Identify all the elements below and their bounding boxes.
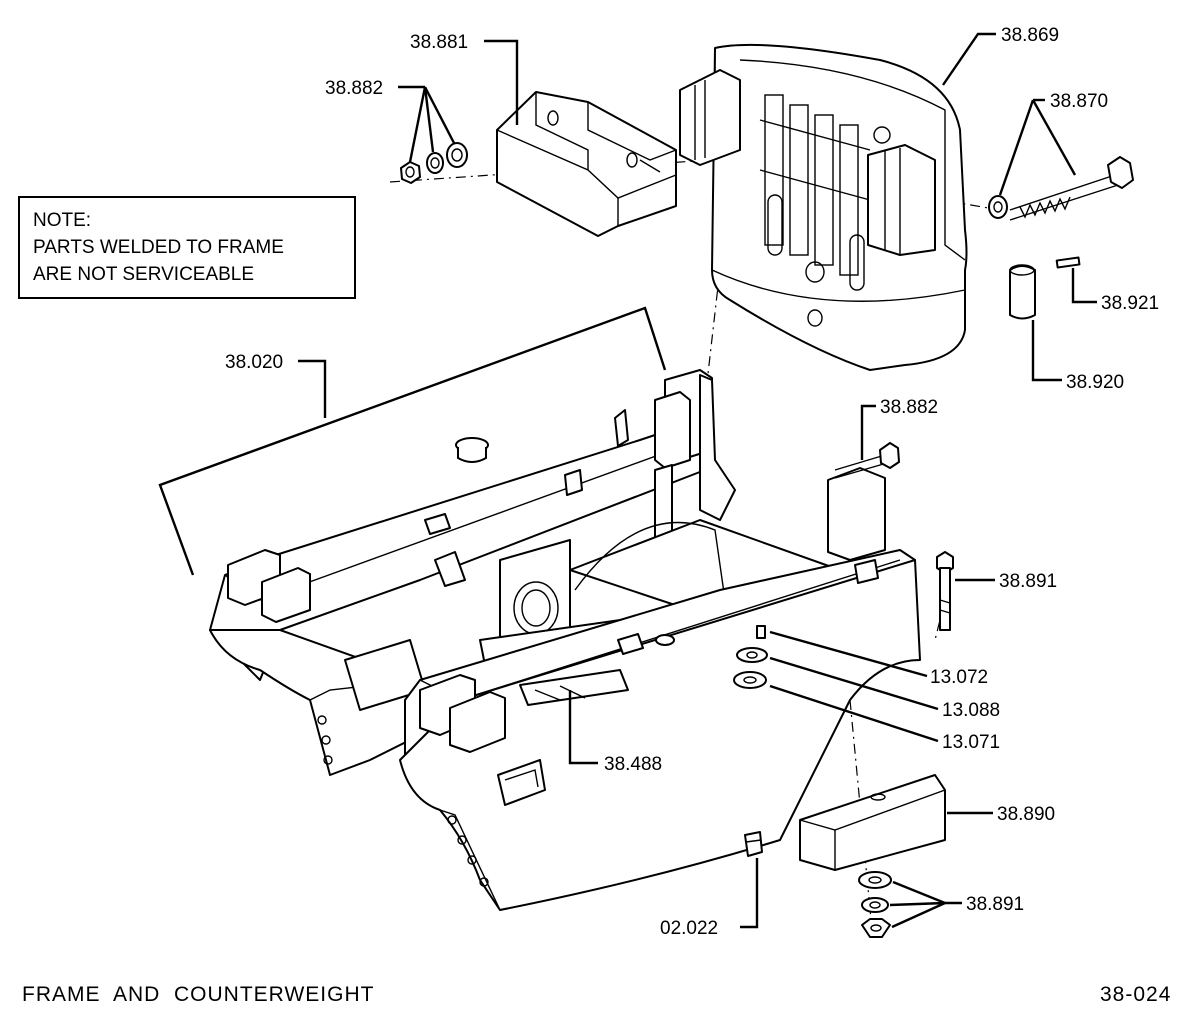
nuts-and-washers-38891 [858, 871, 892, 938]
roll-pin-38921 [1055, 256, 1081, 269]
callout-38891-nuts: 38.891 [966, 894, 1024, 915]
bolt-38882-mid [834, 442, 900, 479]
note-line-3: ARE NOT SERVICEABLE [33, 264, 254, 285]
callout-38882-top: 38.882 [325, 78, 383, 99]
callout-13071: 13.071 [942, 732, 1000, 753]
grease-fitting-02022 [744, 831, 763, 857]
callout-labels: 38.881 38.882 38.869 38.870 38.921 38.92… [225, 25, 1159, 939]
plate-13088 [736, 647, 768, 663]
callout-38890: 38.890 [997, 804, 1055, 825]
gasket-13071 [733, 671, 767, 689]
callout-38920: 38.920 [1066, 372, 1124, 393]
callout-38870: 38.870 [1050, 91, 1108, 112]
leader-lines [158, 32, 1097, 929]
callout-38921: 38.921 [1101, 293, 1159, 314]
bolt-38891 [936, 551, 954, 631]
diagram-code: 38-024 [1100, 983, 1171, 1006]
callout-38881: 38.881 [410, 32, 468, 53]
support-block-38881 [496, 91, 677, 237]
plate-38488 [519, 669, 629, 706]
callout-02022: 02.022 [660, 918, 718, 939]
callout-13088: 13.088 [942, 700, 1000, 721]
main-frame-38020 [209, 369, 921, 911]
support-bar-38890 [799, 774, 946, 871]
diagram-title: FRAME AND COUNTERWEIGHT [22, 983, 374, 1006]
callout-38882-mid: 38.882 [880, 397, 938, 418]
callout-38891-bolt: 38.891 [999, 571, 1057, 592]
bolt-and-washer-38870 [988, 156, 1134, 221]
note-line-1: NOTE: [33, 210, 91, 231]
pin-38920 [1009, 264, 1036, 320]
callout-13072: 13.072 [930, 667, 988, 688]
callout-38020: 38.020 [225, 352, 283, 373]
callout-38488: 38.488 [604, 754, 662, 775]
fitting-13072 [756, 625, 766, 639]
nut-and-washers-38882 [400, 142, 468, 184]
callout-38869: 38.869 [1001, 25, 1059, 46]
counterweight-38869 [679, 43, 968, 371]
note-line-2: PARTS WELDED TO FRAME [33, 237, 284, 258]
note-box: NOTE: PARTS WELDED TO FRAME ARE NOT SERV… [18, 196, 356, 299]
